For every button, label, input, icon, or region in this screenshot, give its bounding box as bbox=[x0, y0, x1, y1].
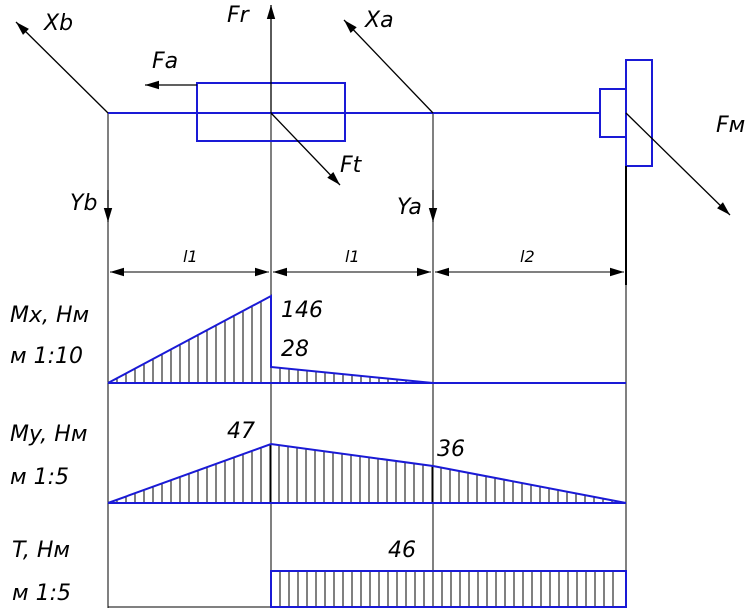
label-fa: Fa bbox=[152, 49, 178, 74]
mx-hatching bbox=[116, 301, 407, 383]
label-yb: Yb bbox=[70, 191, 97, 216]
t-title: T, Нм bbox=[12, 538, 70, 563]
dimension-label-2: l1 bbox=[345, 247, 360, 266]
mx-title: Mx, Нм bbox=[10, 303, 89, 328]
t-diagram bbox=[108, 570, 627, 608]
force-arrows bbox=[15, 5, 731, 285]
force-xb-arrow bbox=[15, 21, 109, 114]
my-title: My, Нм bbox=[10, 422, 87, 447]
label-xb: Xb bbox=[43, 11, 73, 36]
dimension-label-1: l1 bbox=[183, 247, 198, 266]
force-ft-arrow bbox=[270, 112, 341, 186]
t-scale: м 1:5 bbox=[12, 581, 71, 606]
t-hatching bbox=[279, 571, 614, 607]
coupling-flange bbox=[625, 59, 653, 167]
t-value: 46 bbox=[388, 538, 416, 563]
force-fm-arrow bbox=[625, 112, 731, 216]
mx-scale: м 1:10 bbox=[10, 344, 83, 369]
label-fm: Fм bbox=[716, 113, 745, 138]
shaft-scheme bbox=[108, 59, 653, 167]
my-scale: м 1:5 bbox=[10, 465, 69, 490]
dimension-label-3: l2 bbox=[520, 247, 535, 266]
label-xa: Xa bbox=[364, 8, 394, 33]
force-xa-arrow bbox=[343, 19, 434, 114]
mx-diagram bbox=[107, 294, 626, 384]
coupling-hub bbox=[599, 88, 627, 138]
t-block bbox=[270, 570, 627, 608]
my-diagram bbox=[107, 442, 627, 504]
label-fr: Fr bbox=[227, 3, 251, 28]
mx-value-step: 28 bbox=[281, 337, 309, 362]
mx-outline bbox=[107, 294, 434, 384]
mx-value-peak: 146 bbox=[281, 298, 323, 323]
my-hatching bbox=[116, 444, 613, 503]
my-value-support: 36 bbox=[437, 437, 465, 462]
my-value-peak: 47 bbox=[227, 419, 255, 444]
label-ft: Ft bbox=[340, 153, 363, 178]
my-outline bbox=[107, 442, 627, 504]
label-ya: Ya bbox=[397, 195, 422, 220]
